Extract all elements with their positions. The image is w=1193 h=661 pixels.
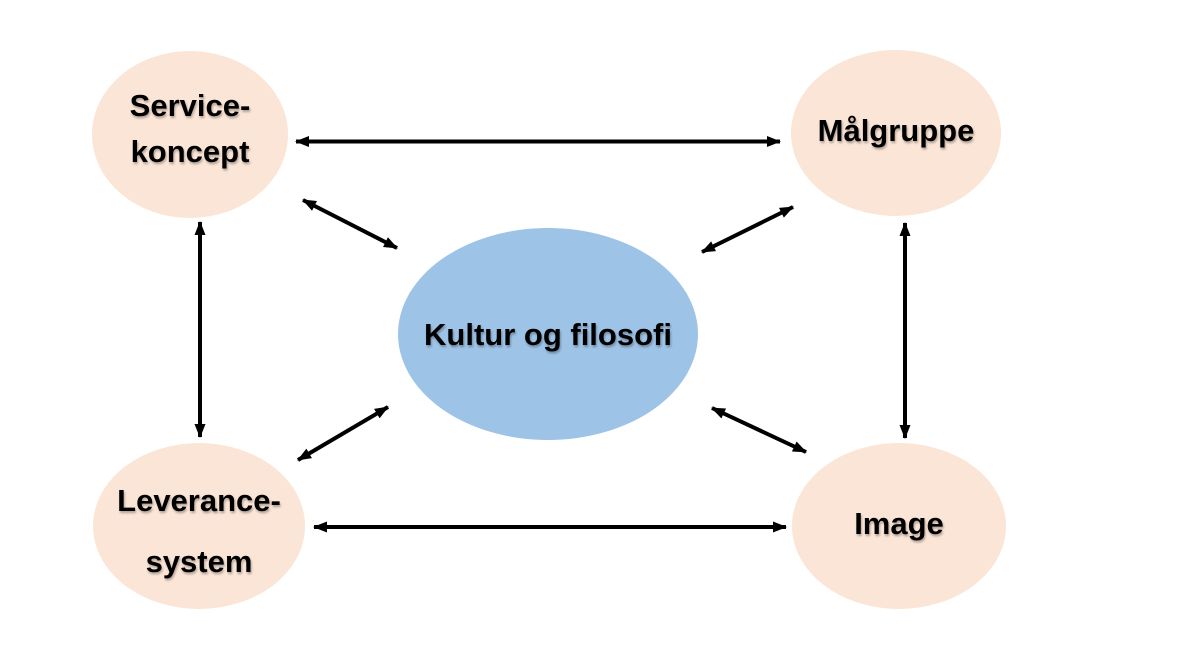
arrow-kultur-leverance-system	[296, 405, 390, 462]
arrow-kultur-malgruppe	[701, 205, 794, 254]
arrow-kultur-service-koncept	[302, 198, 398, 250]
node-service-koncept: Service- koncept	[92, 51, 288, 218]
node-malgruppe: Målgruppe	[791, 50, 1001, 216]
node-service-koncept-line2: koncept	[130, 134, 250, 169]
node-kultur-og-filosofi: Kultur og filosofi	[398, 228, 698, 440]
node-image-line1: Image	[854, 505, 944, 541]
arrow-kultur-image	[711, 406, 807, 454]
node-leverance-system: Leverance- system	[93, 443, 305, 609]
node-leverance-system-label: Leverance- system	[117, 485, 281, 577]
node-image-label: Image	[854, 508, 944, 539]
node-malgruppe-line1: Målgruppe	[817, 112, 975, 148]
node-kultur-og-filosofi-label: Kultur og filosofi	[424, 319, 672, 350]
node-kultur-og-filosofi-line1: Kultur og filosofi	[424, 316, 672, 352]
node-leverance-system-line1: Leverance-	[117, 483, 281, 518]
node-image: Image	[792, 443, 1006, 609]
node-leverance-system-line2: system	[145, 544, 253, 579]
node-service-koncept-line1: Service-	[129, 88, 251, 123]
node-malgruppe-label: Målgruppe	[818, 115, 975, 146]
node-service-koncept-label: Service- koncept	[130, 90, 251, 167]
